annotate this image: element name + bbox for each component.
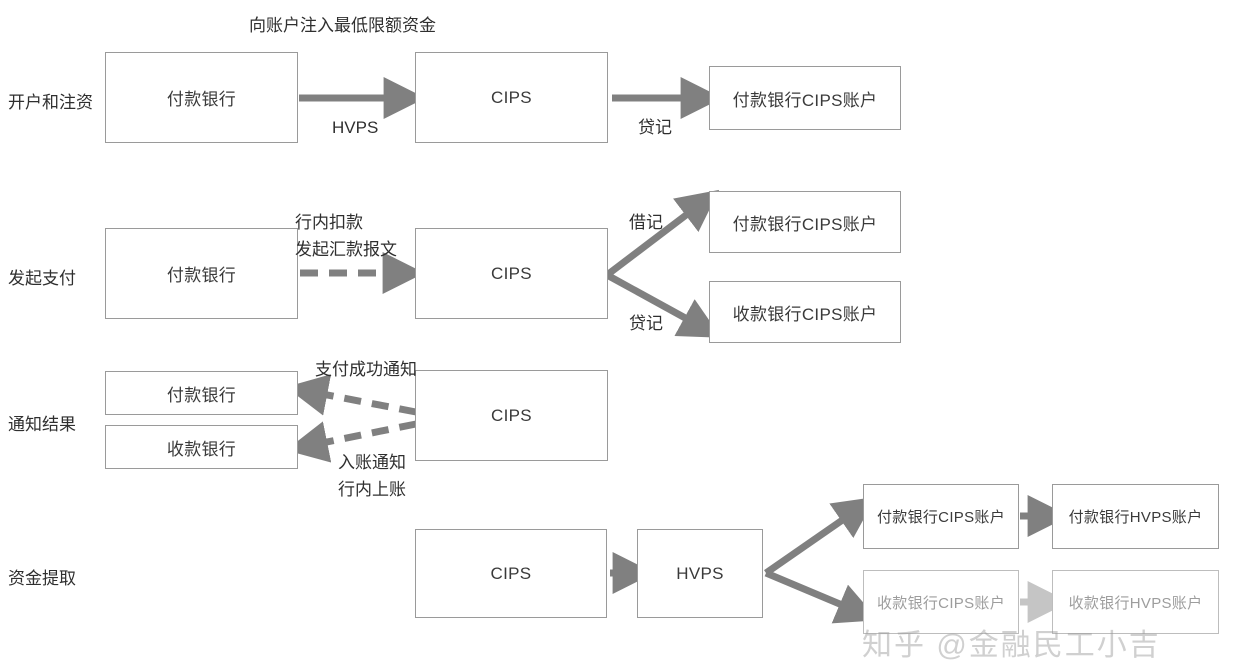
arrow-row4-hvps-to-payee-cips-account [764,569,879,624]
row2-edge-label-credit: 贷记 [629,314,663,333]
arrow-row3-cips-to-payerbank-dashed [285,374,417,416]
row4-node-payer-bank-hvps-account[interactable]: 付款银行HVPS账户 [1052,484,1219,549]
row1-edge-label-hvps: HVPS [332,118,379,137]
row4-node-cips[interactable]: CIPS [415,529,607,618]
row4-node-payer-bank-cips-account[interactable]: 付款银行CIPS账户 [863,484,1019,549]
watermark: 知乎 @金融民工小吉 [862,629,1161,662]
row-label-account-opening-funding: 开户和注资 [8,93,93,112]
row2-node-payer-bank[interactable]: 付款银行 [105,228,298,319]
row3-edge-label-credit-notice-line1: 入账通知 [338,453,406,472]
row4-node-payee-bank-hvps-account[interactable]: 收款银行HVPS账户 [1052,570,1219,634]
row1-node-payer-bank-cips-account[interactable]: 付款银行CIPS账户 [709,66,901,130]
row2-edge-label-internal-debit-line1: 行内扣款 [295,213,363,232]
row2-edge-label-debit: 借记 [629,213,663,232]
arrow-row3-cips-to-payeebank-dashed [285,420,417,463]
row-label-funds-withdrawal: 资金提取 [8,569,76,588]
row4-node-hvps[interactable]: HVPS [637,529,763,618]
row3-node-cips[interactable]: CIPS [415,370,608,461]
row3-node-payee-bank[interactable]: 收款银行 [105,425,298,469]
row-label-notify-result: 通知结果 [8,415,76,434]
row4-node-payee-bank-cips-account[interactable]: 收款银行CIPS账户 [863,570,1019,634]
row3-edge-label-credit-notice-line2: 行内上账 [338,480,406,499]
row-label-initiate-payment: 发起支付 [8,269,76,288]
row1-node-cips[interactable]: CIPS [415,52,608,143]
row2-node-payee-bank-cips-account[interactable]: 收款银行CIPS账户 [709,281,901,343]
row2-node-cips[interactable]: CIPS [415,228,608,319]
row2-node-payer-bank-cips-account[interactable]: 付款银行CIPS账户 [709,191,901,253]
row3-node-payer-bank[interactable]: 付款银行 [105,371,298,415]
row1-edge-label-credit: 贷记 [638,118,672,137]
row2-edge-label-internal-debit-line2: 发起汇款报文 [295,240,397,259]
arrow-row4-hvps-to-payer-cips-account [764,496,876,576]
row3-edge-label-payment-success-notice: 支付成功通知 [315,360,417,379]
row1-node-payer-bank[interactable]: 付款银行 [105,52,298,143]
top-note-minimum-funding: 向账户注入最低限额资金 [249,16,436,35]
